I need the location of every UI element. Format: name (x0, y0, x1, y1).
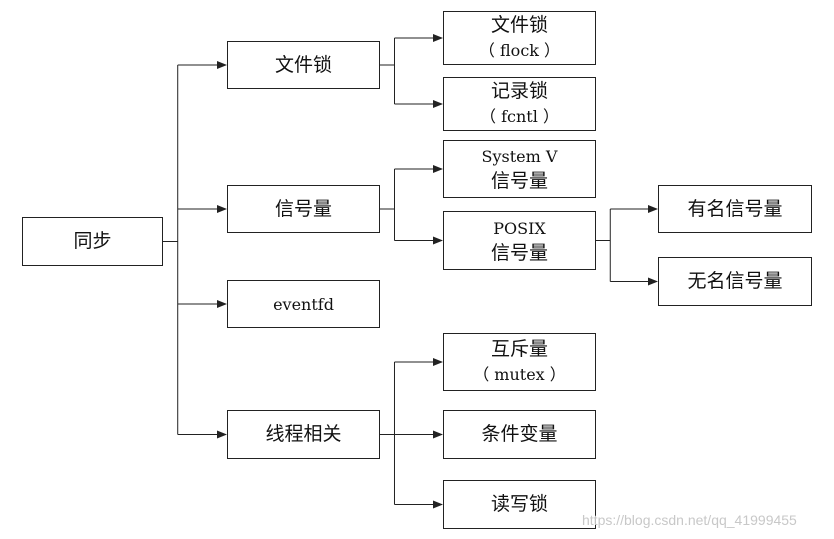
node-thread-related: 线程相关 (227, 410, 380, 459)
node-label: eventfd (273, 294, 334, 314)
node-condition-variable: 条件变量 (443, 410, 596, 459)
node-file-lock: 文件锁 (227, 41, 380, 89)
node-label: 无名信号量 (687, 270, 783, 292)
node-label: POSIX (493, 218, 546, 238)
node-system-v-semaphore: System V 信号量 (443, 140, 596, 198)
node-semaphore: 信号量 (227, 185, 380, 233)
node-label: 信号量 (490, 241, 548, 264)
node-label: 互斥量 (490, 338, 548, 360)
node-mutex: 互斥量 （ mutex ） (443, 333, 596, 391)
node-label: 文件锁 (274, 53, 332, 76)
node-label: System V (481, 147, 558, 166)
node-label: 文件锁 (490, 14, 548, 36)
node-label: 信号量 (274, 197, 332, 220)
node-rw-lock: 读写锁 (443, 480, 596, 529)
node-label: （ mutex ） (473, 365, 566, 384)
node-named-semaphore: 有名信号量 (658, 185, 812, 233)
node-label: 记录锁 (490, 80, 548, 102)
node-unnamed-semaphore: 无名信号量 (658, 257, 812, 306)
node-root: 同步 (22, 217, 163, 266)
node-label: 条件变量 (481, 423, 558, 445)
node-label: 信号量 (490, 170, 548, 192)
node-label: （ fcntl ） (480, 107, 559, 126)
node-label: 读写锁 (490, 493, 548, 515)
connector-lines (163, 34, 658, 509)
node-flock: 文件锁 （ flock ） (443, 11, 596, 65)
node-label: 同步 (73, 230, 112, 252)
node-label: 线程相关 (265, 423, 342, 445)
node-label: 有名信号量 (687, 197, 783, 220)
node-label: （ flock ） (478, 41, 561, 60)
watermark-text: https://blog.csdn.net/qq_41999455 (582, 512, 797, 528)
node-eventfd: eventfd (227, 280, 380, 328)
node-posix-semaphore: POSIX 信号量 (443, 211, 596, 270)
node-fcntl: 记录锁 （ fcntl ） (443, 77, 596, 131)
